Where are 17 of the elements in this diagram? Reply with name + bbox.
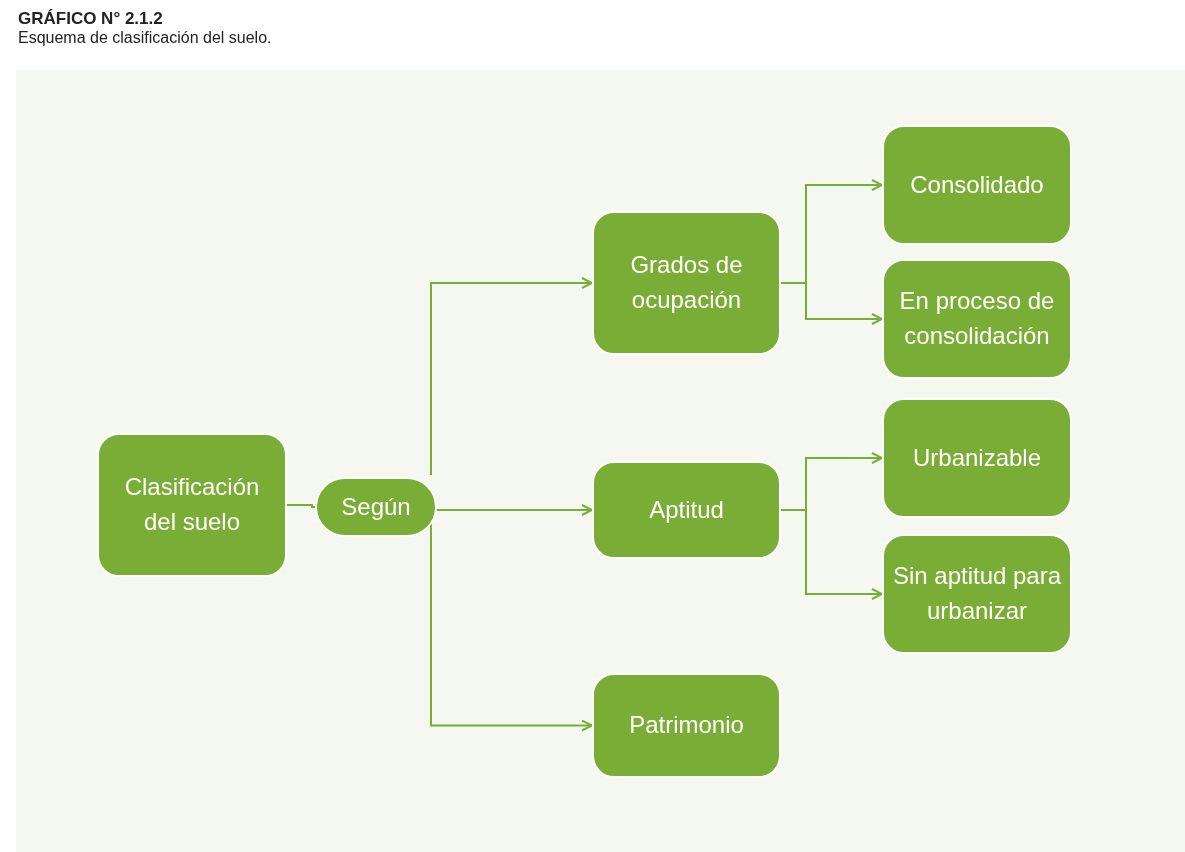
figure-title: GRÁFICO N° 2.1.2 [18, 8, 163, 30]
category-box: Urbanizable [882, 398, 1072, 518]
arrow [430, 504, 593, 540]
arrow [430, 538, 593, 732]
connector-line [286, 504, 316, 508]
figure-caption: Esquema de clasificación del suelo. [18, 28, 272, 48]
category-box: Patrimonio [592, 673, 781, 778]
arrow [430, 277, 593, 476]
category-box: Grados de ocupación [592, 211, 781, 355]
arrow [780, 509, 883, 600]
arrow [780, 282, 883, 325]
category-box: Clasificación del suelo [97, 433, 287, 577]
category-box: Sin aptitud para urbanizar [882, 534, 1072, 654]
category-box: En proceso de consolidación [882, 259, 1072, 379]
criterion-pill: Según [315, 477, 437, 537]
category-box: Aptitud [592, 461, 781, 559]
category-box: Consolidado [882, 125, 1072, 245]
